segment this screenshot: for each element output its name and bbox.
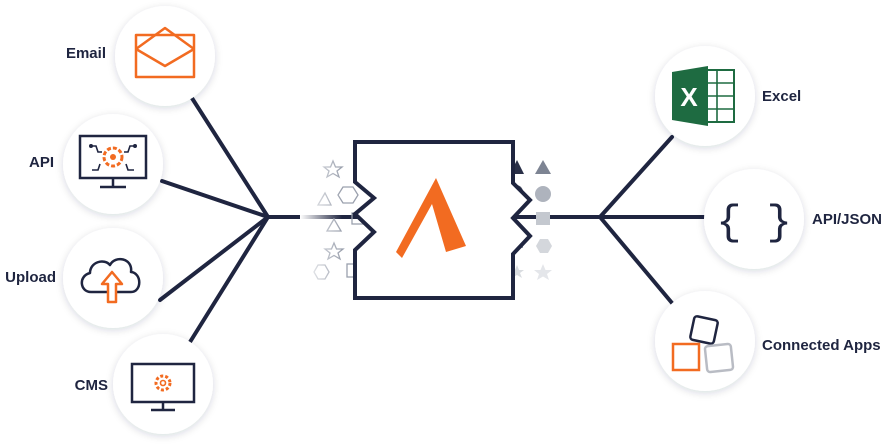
- excel-icon: X: [672, 66, 735, 126]
- connector-upload: [158, 215, 270, 302]
- node-upload[interactable]: [63, 228, 163, 328]
- node-cms[interactable]: [113, 334, 213, 434]
- square-shape-icon: [536, 212, 550, 225]
- triangle-shape-icon: [535, 160, 551, 174]
- label-cms: CMS: [74, 377, 108, 394]
- incoming-fade: [300, 150, 342, 290]
- label-upload: Upload: [5, 269, 56, 286]
- connector-cms: [188, 215, 270, 344]
- node-api[interactable]: [63, 114, 163, 214]
- label-api: API: [28, 154, 54, 171]
- altova-logo-icon: [396, 178, 466, 258]
- hub-processor: [351, 140, 533, 300]
- node-json-circle[interactable]: [704, 169, 804, 269]
- label-connected-apps: Connected Apps: [762, 337, 881, 354]
- json-braces-icon: { }: [716, 199, 792, 247]
- node-api-circle[interactable]: [63, 114, 163, 214]
- node-email-circle[interactable]: [115, 6, 215, 106]
- connector-api: [160, 179, 270, 219]
- excel-glyph: X: [680, 82, 698, 112]
- output-connectors: [510, 135, 708, 305]
- cms-monitor-icon: [130, 362, 196, 412]
- node-connected-apps[interactable]: [655, 291, 755, 391]
- circle-shape-icon: [535, 186, 551, 202]
- connector-email: [188, 93, 270, 219]
- node-excel[interactable]: X: [655, 46, 755, 146]
- api-monitor-icon: [78, 134, 148, 189]
- node-email[interactable]: [115, 6, 215, 106]
- hexagon-shape-icon: [337, 186, 359, 204]
- label-excel: Excel: [762, 88, 802, 105]
- hexagon-shape-icon: [536, 239, 552, 253]
- star-shape-icon: [534, 264, 552, 280]
- node-cms-circle[interactable]: [113, 334, 213, 434]
- connector-excel: [598, 135, 674, 219]
- connected-apps-icon: [671, 315, 735, 374]
- connector-apps: [598, 215, 674, 305]
- label-api-json: API/JSON: [812, 211, 883, 228]
- node-api-json[interactable]: { }: [704, 169, 804, 269]
- cloud-upload-icon: [80, 257, 141, 304]
- envelope-icon: [134, 26, 196, 79]
- label-email: Email: [65, 45, 106, 62]
